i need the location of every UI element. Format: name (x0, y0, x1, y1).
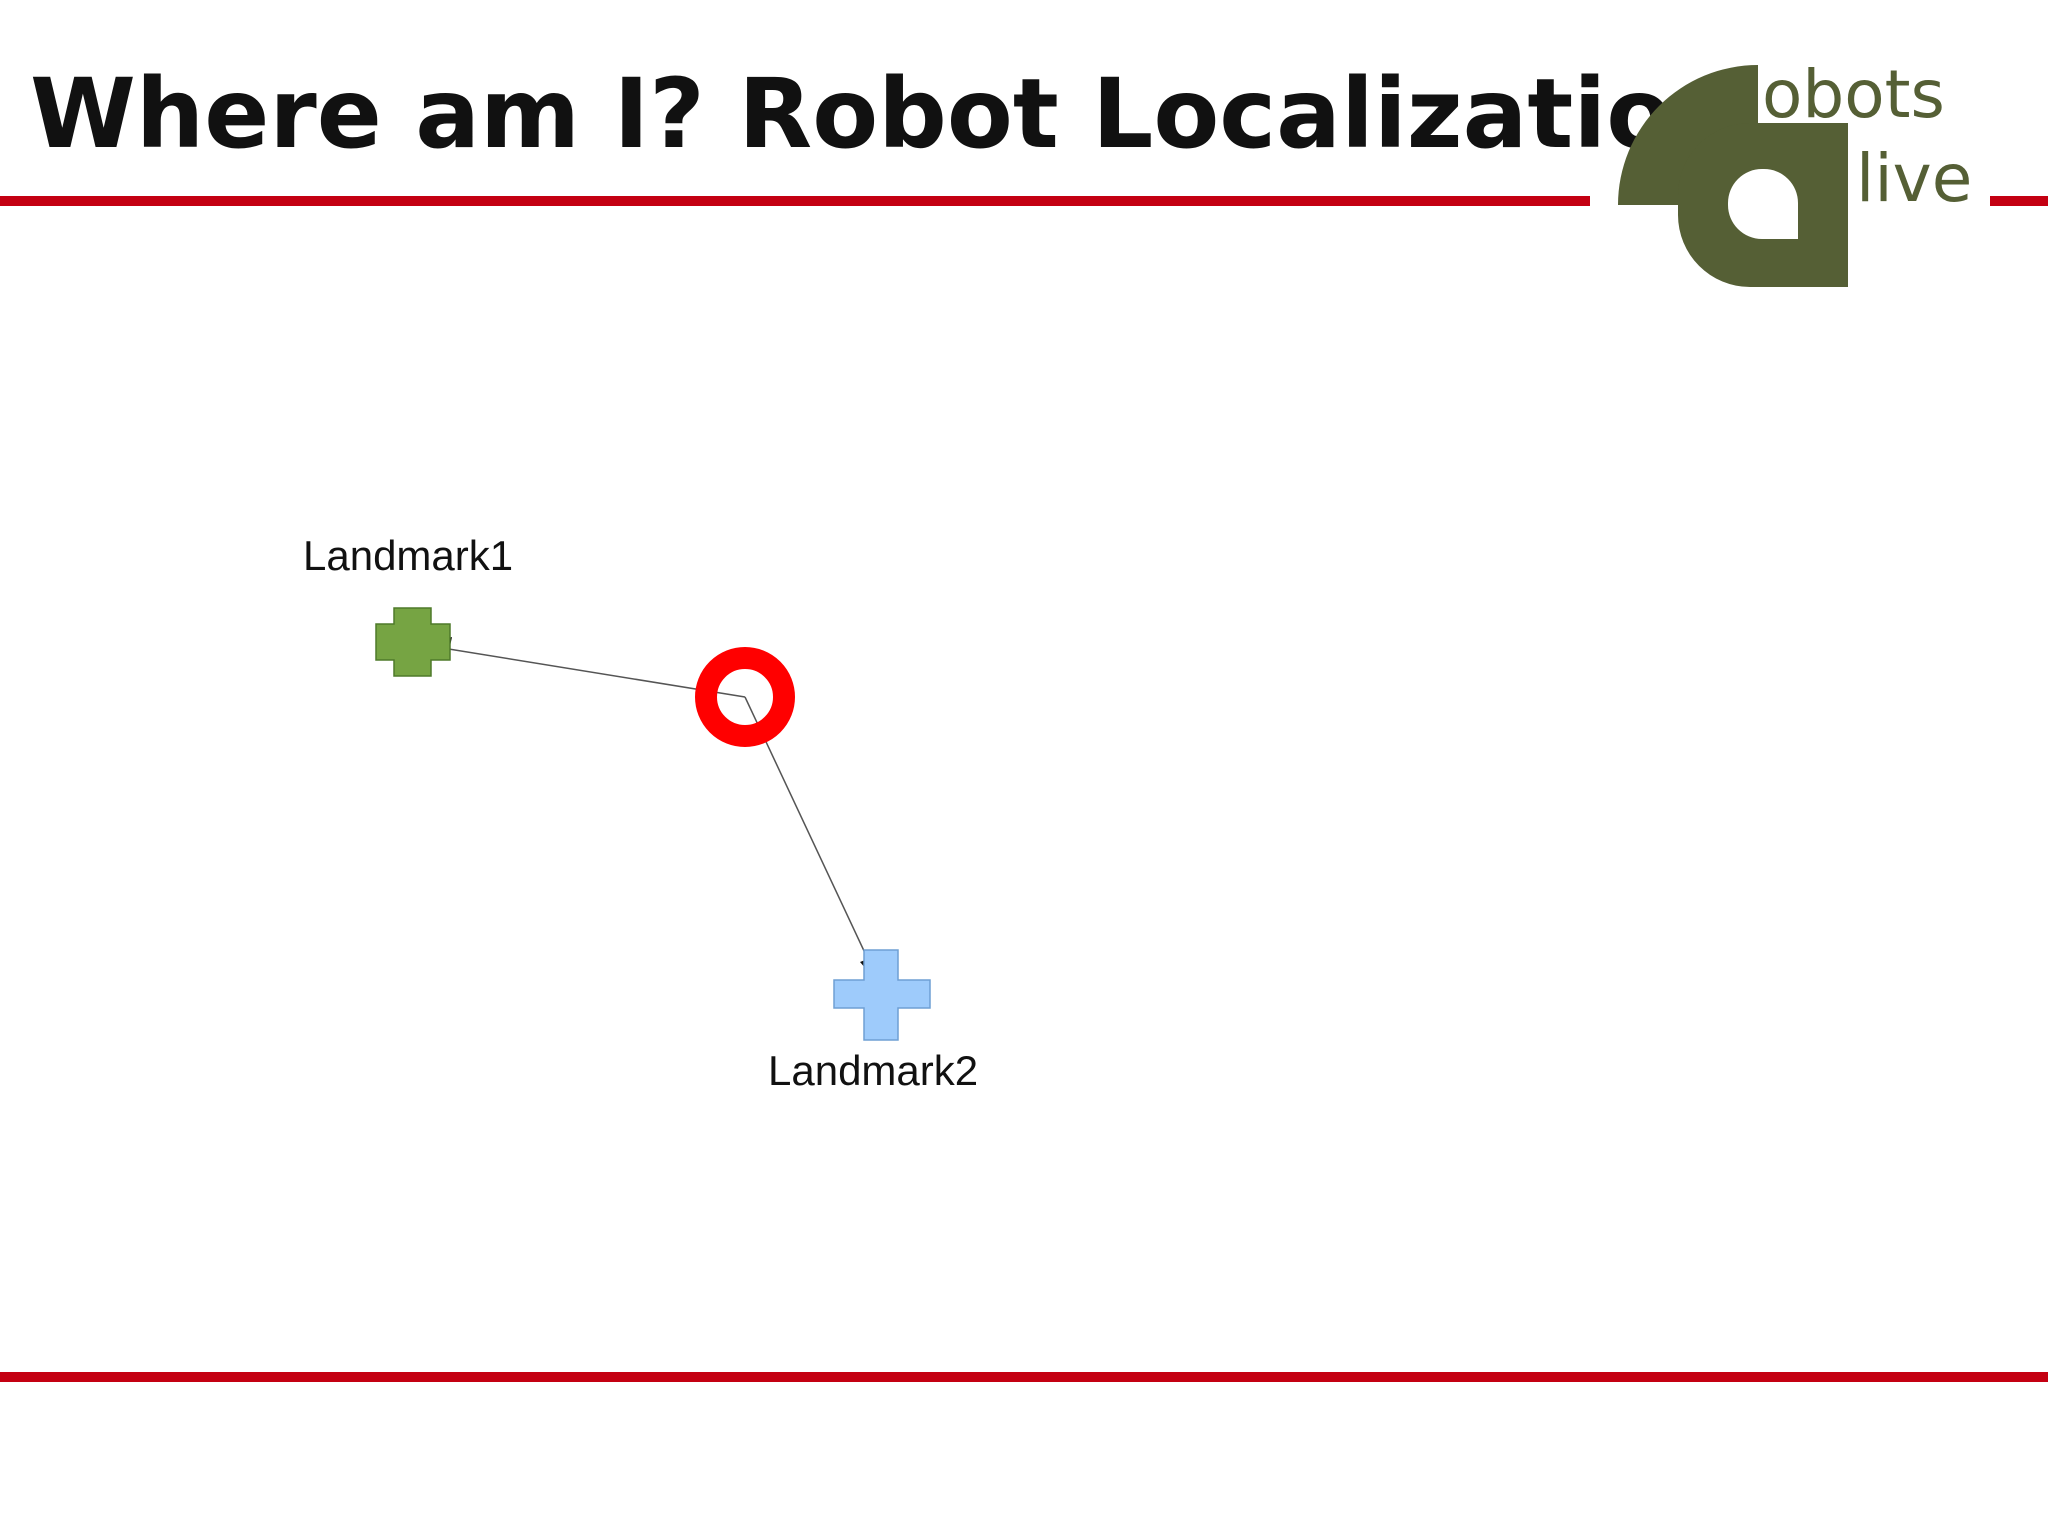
title-underline-right (1990, 196, 2048, 206)
footer-rule (0, 1372, 2048, 1382)
landmark2-label: Landmark2 (768, 1047, 978, 1094)
robots-alive-logo: obots live (1618, 56, 1972, 287)
slide-title: Where am I? Robot Localization (30, 58, 1741, 170)
landmark1-label: Landmark1 (303, 532, 513, 579)
landmark2-marker (833, 949, 931, 1041)
arrow-to-landmark1 (423, 644, 746, 698)
title-underline-left (0, 196, 1590, 206)
robot-marker (695, 647, 795, 747)
logo-text-top: obots (1762, 56, 1945, 133)
landmark1-marker (375, 607, 451, 677)
logo-text-bottom: live (1856, 140, 1972, 217)
logo-letter-a-shape (1678, 123, 1848, 287)
arrow-to-landmark2 (744, 696, 881, 986)
logo-arc-shape (1618, 65, 1758, 205)
